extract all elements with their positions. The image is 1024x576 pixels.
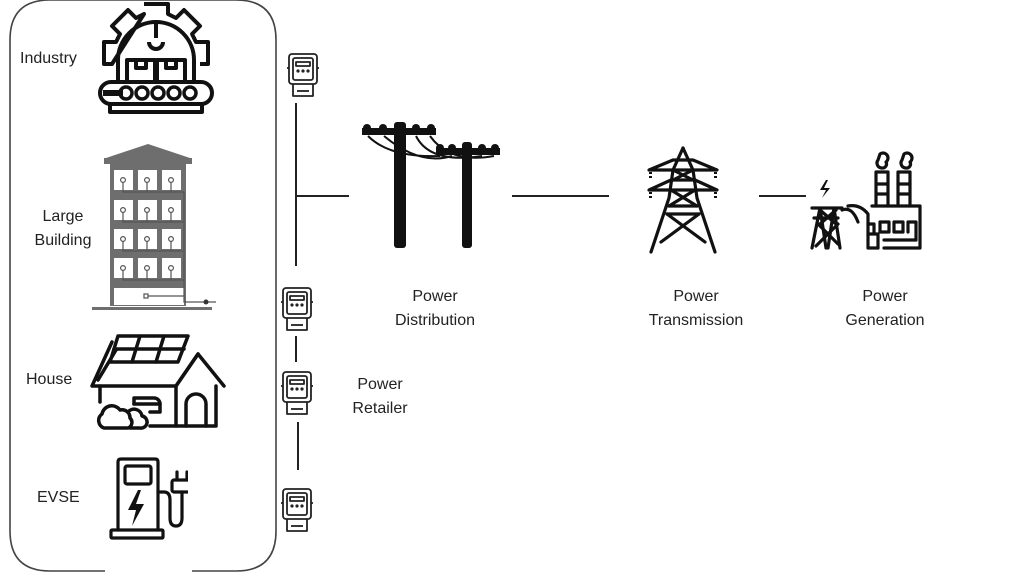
label-large-building-line2: Building <box>34 232 92 249</box>
label-generation-line1: Power <box>862 288 908 305</box>
label-retailer-line2: Retailer <box>352 400 408 417</box>
label-house: House <box>26 371 73 388</box>
label-transmission-line2: Transmission <box>648 312 744 329</box>
transmission-tower-icon <box>647 146 719 254</box>
electricity-meter-icon <box>281 371 313 415</box>
label-large-building-line1: Large <box>42 208 84 225</box>
label-distribution-line1: Power <box>412 288 458 305</box>
power-plant-icon <box>810 151 922 250</box>
ev-charging-station-icon <box>109 457 188 540</box>
electricity-meter-icon <box>281 488 313 532</box>
label-transmission-line1: Power <box>673 288 719 305</box>
label-retailer-line1: Power <box>357 376 403 393</box>
label-generation-line2: Generation <box>845 312 925 329</box>
label-industry: Industry <box>20 50 77 67</box>
electricity-meter-icon <box>281 287 313 331</box>
factory-gear-conveyor-icon <box>98 2 214 114</box>
label-distribution-line2: Distribution <box>394 312 476 329</box>
apartment-building-icon <box>92 144 216 310</box>
label-evse: EVSE <box>37 489 80 506</box>
electricity-meter-icon <box>287 53 319 97</box>
house-solar-panel-icon <box>90 334 226 430</box>
utility-poles-icon <box>362 122 500 248</box>
